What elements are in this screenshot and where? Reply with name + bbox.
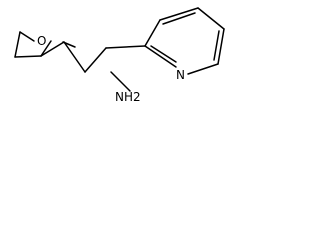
bond-ring-to-chc: [63, 41, 86, 73]
atom-label-oxygen: O: [37, 34, 46, 48]
bond-py-n-c2: [144, 45, 177, 68]
bond-c2-ch: [40, 41, 65, 57]
bond-py-c2-c3: [144, 19, 161, 47]
atom-label-nitrogen: N: [176, 68, 185, 82]
bond-py-c4-c5: [197, 7, 225, 30]
bond-ring-c4-c5: [14, 31, 21, 58]
bond-chc-to-amine: [110, 71, 131, 92]
bond-ring-c5-o: [19, 31, 35, 42]
bond-chc-to-ch2: [84, 47, 107, 73]
bond-ring-c3-c4: [14, 55, 42, 58]
bond-py-c3-c4: [159, 7, 199, 21]
pyridine-ring: [144, 7, 225, 75]
bond-py-n-c2-double: [150, 45, 177, 63]
bond-ch2-to-pyridine: [105, 45, 146, 49]
bond-py-c5-c6-double: [213, 30, 220, 61]
atom-label-amine: NH2: [115, 90, 141, 104]
bond-py-c5-c6: [217, 28, 225, 65]
oxolane-ring: [14, 31, 76, 58]
bond-py-c3-c4-double: [162, 12, 196, 25]
bond-py-c6-n: [187, 63, 219, 75]
bond-ring-o-c2: [40, 40, 52, 57]
chemical-structure: O N NH2: [14, 7, 225, 104]
